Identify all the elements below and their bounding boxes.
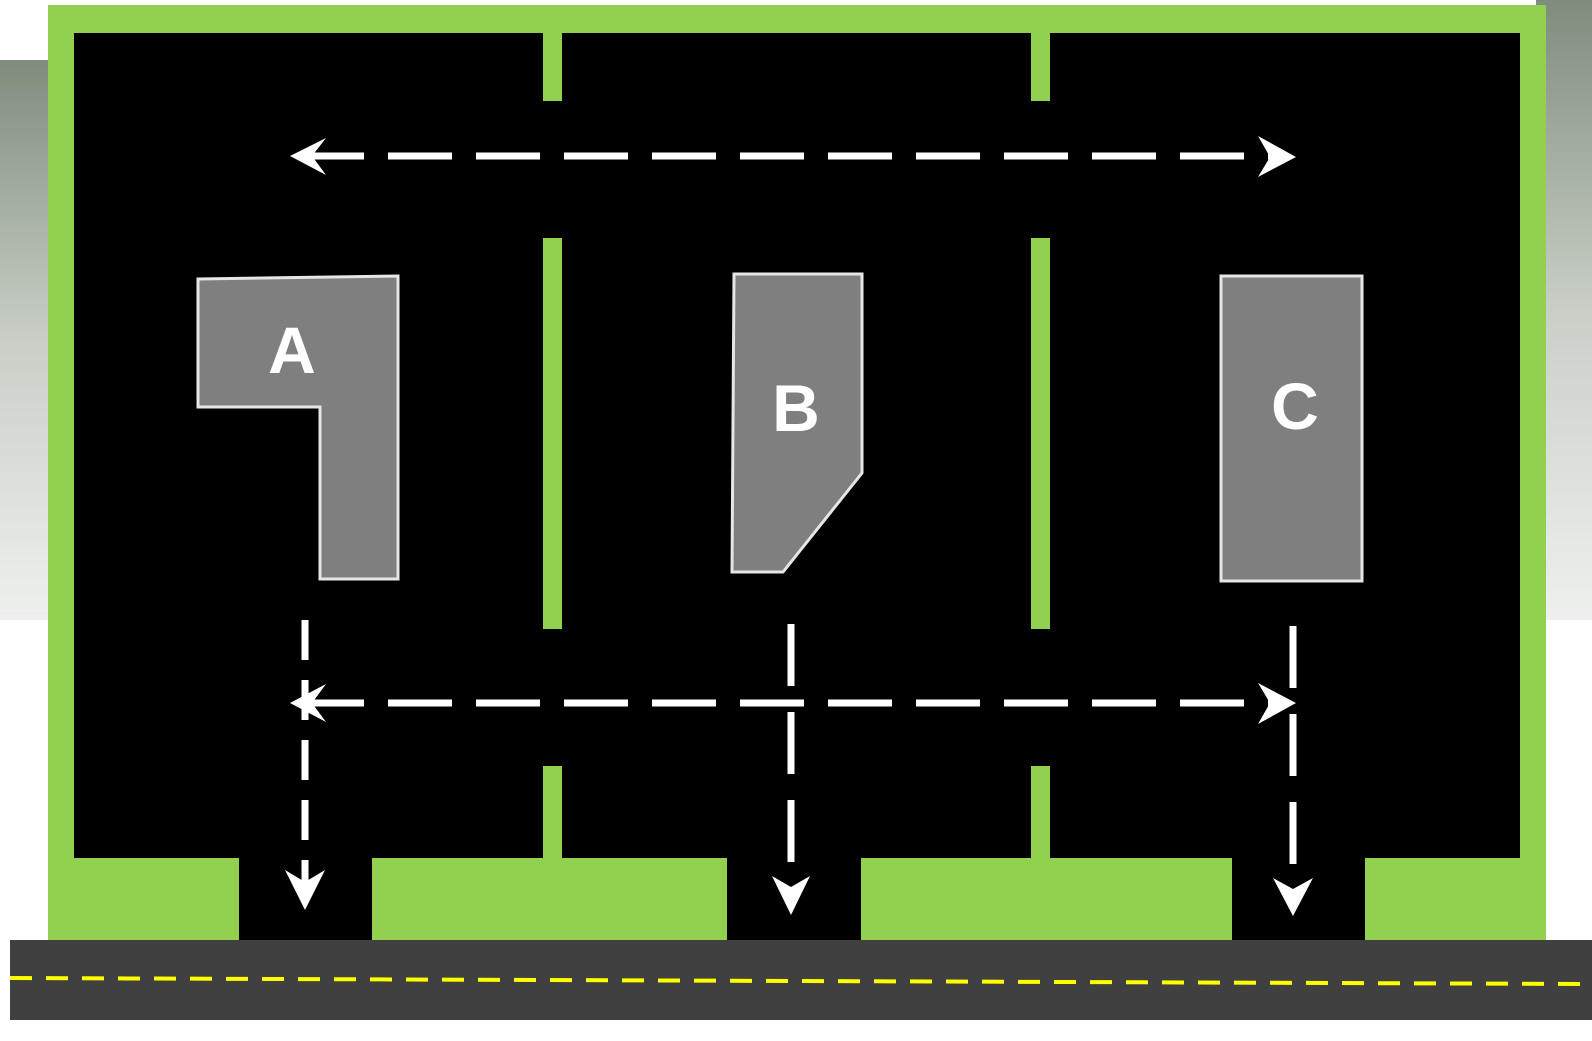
arrowhead-right-top — [1258, 136, 1296, 177]
divider-bottom-2 — [1031, 766, 1050, 858]
building-b-label: B — [772, 371, 820, 445]
building-b — [730, 272, 864, 574]
arrowhead-right-bottom — [1258, 683, 1296, 724]
down-arrow-icon — [285, 620, 325, 910]
building-c — [1219, 274, 1364, 583]
divider-middle-2 — [1031, 238, 1050, 629]
double-arrow-icon — [290, 136, 1296, 177]
arrowhead-down-c — [1273, 878, 1313, 916]
arrowhead-left-top — [290, 138, 326, 175]
circulation-arrows — [285, 136, 1313, 916]
building-a — [196, 274, 400, 581]
divider-middle-1 — [543, 238, 562, 629]
building-a-label: A — [268, 313, 316, 387]
divider-top-2 — [1031, 33, 1050, 101]
divider-bottom-1 — [543, 766, 562, 858]
down-arrow-icon — [1273, 626, 1313, 916]
lot-dividers — [543, 33, 1050, 858]
divider-top-1 — [543, 33, 562, 101]
building-c-label: C — [1271, 369, 1319, 443]
arrowhead-down-b — [772, 876, 810, 915]
road-center-line — [9, 976, 1592, 986]
down-arrow-icon — [772, 624, 810, 915]
arrowhead-down-a — [285, 870, 325, 910]
